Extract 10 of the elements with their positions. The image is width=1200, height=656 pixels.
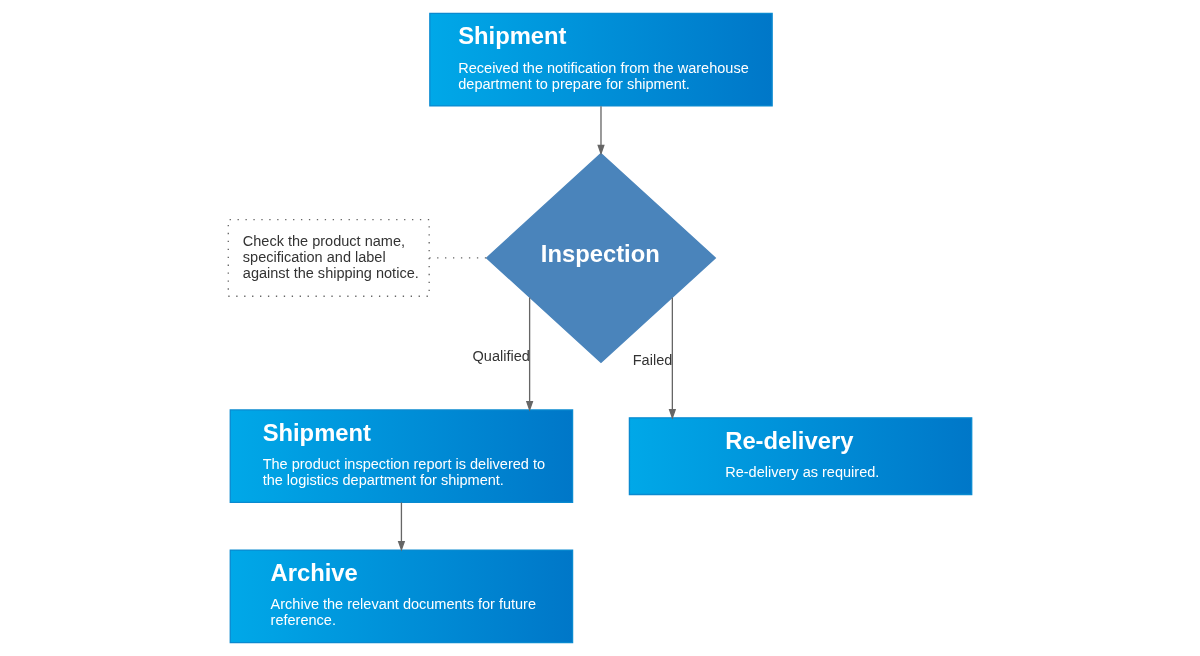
node-box: Re-delivery Re-delivery as required.: [628, 417, 973, 496]
arrow: [525, 296, 534, 412]
node-box: Archive Archive the relevant documents for future reference.: [229, 549, 574, 644]
node-box: Check the product name, specification and label against the shipping notice.: [227, 218, 430, 297]
arrow: [668, 296, 677, 420]
node-box: Shipment The product inspection report is delivered to the logistics department for shipment.: [229, 409, 574, 504]
node-box: Shipment Received the notification from the warehouse department to prepare for shipment.: [429, 12, 773, 107]
arrow: [397, 501, 406, 552]
connector: [428, 257, 488, 259]
arrow: [597, 105, 605, 156]
